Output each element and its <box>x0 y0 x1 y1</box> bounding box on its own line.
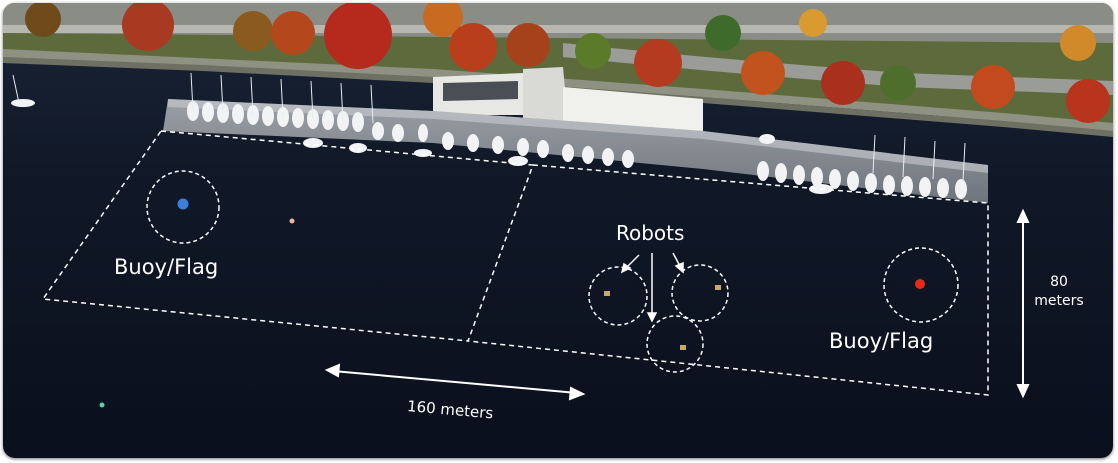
robot-pointer-arrows <box>620 252 684 323</box>
survey-region-right <box>467 164 989 396</box>
survey-area-outline <box>41 130 989 396</box>
distance-vertical-value: 80 <box>1050 274 1068 290</box>
distance-arrow-vertical <box>1016 208 1030 399</box>
masts <box>12 72 966 182</box>
distance-label-vertical: 80 meters <box>1029 273 1089 311</box>
robot-2 <box>671 264 729 322</box>
buoy-left <box>146 170 220 244</box>
floating-marker <box>289 218 295 224</box>
buoy-flag-label-right: Buoy/Flag <box>829 329 934 353</box>
robot-3 <box>646 315 704 373</box>
buoy-flag-label-left: Buoy/Flag <box>114 255 219 279</box>
autumn-trees <box>25 3 1110 123</box>
floating-marker <box>99 402 105 408</box>
distance-vertical-unit: meters <box>1034 293 1084 309</box>
aerial-photo-frame: Robots Buoy/Flag Buoy/Flag 160 meters 80… <box>3 3 1113 458</box>
buoy-right <box>883 247 959 323</box>
aerial-photo <box>3 3 1113 458</box>
robots-label: Robots <box>616 221 685 245</box>
robot-1 <box>588 266 648 326</box>
distance-arrow-horizontal <box>324 363 586 401</box>
